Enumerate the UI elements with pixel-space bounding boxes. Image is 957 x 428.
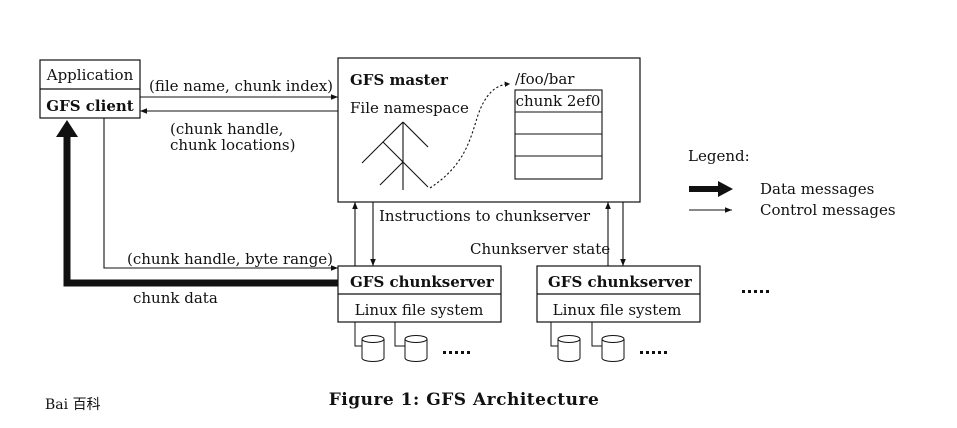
legend-data-label: Data messages xyxy=(760,180,874,198)
legend-data-arrow xyxy=(689,181,733,197)
path-label: /foo/bar xyxy=(515,70,575,88)
disk-icon xyxy=(404,335,428,362)
application-label: Application xyxy=(46,66,134,84)
master-box: GFS master File namespace /foo/bar chunk… xyxy=(337,57,641,203)
read-request-label: (chunk handle, byte range) xyxy=(127,250,333,268)
more-chunkservers-dots xyxy=(742,290,769,293)
chunkserver-1-title: GFS chunkserver xyxy=(350,273,495,291)
chunkserver-1: GFS chunkserver Linux file system xyxy=(337,265,502,362)
namespace-pointer-arrow xyxy=(429,81,511,189)
legend-title: Legend: xyxy=(688,147,750,165)
reply-label-line2: chunk locations) xyxy=(170,136,295,154)
legend-control-label: Control messages xyxy=(760,201,896,219)
request-label: (file name, chunk index) xyxy=(149,77,333,95)
gfs-client-label: GFS client xyxy=(46,97,133,115)
chunk-id-label: chunk 2ef0 xyxy=(516,92,601,110)
legend: Legend: Data messages Control messages xyxy=(688,147,896,219)
read-request-arrow xyxy=(103,118,338,271)
disk-icon xyxy=(557,335,581,362)
namespace-label: File namespace xyxy=(350,99,469,117)
disk-icon xyxy=(601,335,625,362)
chunkserver-2-title: GFS chunkserver xyxy=(548,273,693,291)
master-title: GFS master xyxy=(350,71,449,89)
instructions-label: Instructions to chunkserver xyxy=(379,207,591,225)
chunk-data-arrow xyxy=(56,120,338,287)
more-disks-dots xyxy=(443,351,470,354)
watermark-logo: Bai 百科 xyxy=(45,397,101,413)
chunkserver-1-fs: Linux file system xyxy=(355,301,484,319)
disk-icon xyxy=(361,335,385,362)
client-box: Application GFS client xyxy=(39,59,141,119)
namespace-tree-icon xyxy=(361,121,429,190)
chunk-table: chunk 2ef0 xyxy=(514,89,603,180)
chunkserver-2-fs: Linux file system xyxy=(553,301,682,319)
chunk-data-label: chunk data xyxy=(133,289,218,307)
chunkserver-2: GFS chunkserver Linux file system xyxy=(536,265,701,362)
figure-caption: Figure 1: GFS Architecture xyxy=(329,390,600,410)
more-disks-dots xyxy=(640,351,667,354)
reply-label-line1: (chunk handle, xyxy=(170,120,283,138)
state-label: Chunkserver state xyxy=(470,240,610,258)
